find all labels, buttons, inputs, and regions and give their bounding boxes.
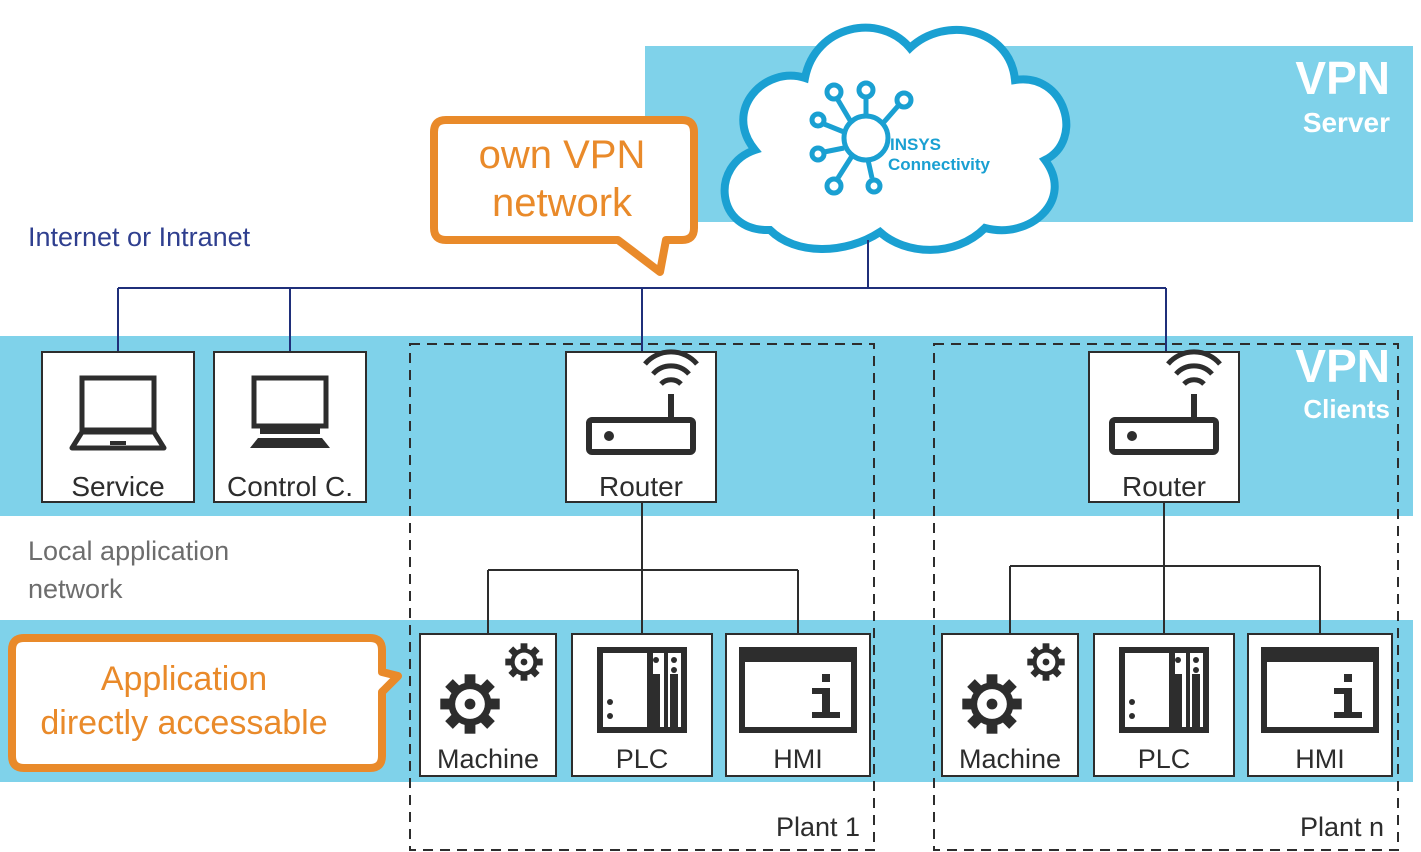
plc1-label: PLC: [616, 744, 669, 774]
internet-lines: [117, 240, 1167, 352]
local-network-line2: network: [28, 574, 123, 604]
plant1-frame: [409, 343, 875, 851]
insys-hub-icon: [809, 80, 914, 196]
own-vpn-line1: own VPN: [479, 133, 646, 177]
router2-label: Router: [1122, 471, 1206, 502]
machine1-label: Machine: [437, 744, 539, 774]
hmi2-device: HMI: [1247, 633, 1393, 777]
application-callout: Application directly accessable: [8, 634, 402, 772]
vpn-clients-subtitle: Clients: [1303, 394, 1390, 424]
router1-device: Router: [565, 352, 717, 503]
machine2-label: Machine: [959, 744, 1061, 774]
application-line1: Application: [101, 660, 267, 698]
plantn-label: Plant n: [1300, 812, 1384, 842]
service-device: Service: [41, 351, 195, 503]
application-line2: directly accessable: [40, 704, 327, 742]
router1-label: Router: [599, 471, 683, 502]
plc1-device: PLC: [571, 633, 713, 777]
service-label: Service: [71, 471, 164, 502]
internet-label: Internet or Intranet: [28, 222, 251, 252]
plc2-device: PLC: [1093, 633, 1235, 777]
control-label: Control C.: [227, 471, 353, 502]
vpn-clients-title: VPN: [1295, 340, 1390, 392]
own-vpn-callout: own VPN network: [430, 116, 698, 276]
local-lines: [487, 502, 1321, 634]
cloud-icon: INSYS Connectivity: [720, 23, 1071, 254]
local-network-line1: Local application: [28, 536, 229, 566]
plantn-frame: [933, 343, 1399, 851]
control-center-device: Control C.: [213, 351, 367, 503]
hmi2-label: HMI: [1295, 744, 1345, 774]
own-vpn-line2: network: [492, 181, 633, 225]
laptop-icon: [69, 375, 167, 451]
cloud-brand-line2: Connectivity: [888, 155, 991, 174]
machine2-device: Machine: [941, 633, 1079, 777]
hmi1-label: HMI: [773, 744, 823, 774]
plant1-label: Plant 1: [776, 812, 860, 842]
vpn-server-subtitle: Server: [1303, 107, 1390, 138]
machine1-device: Machine: [419, 633, 557, 777]
desktop-icon: [250, 375, 330, 448]
hmi1-device: HMI: [725, 633, 871, 777]
vpn-server-title: VPN: [1295, 52, 1390, 104]
plc2-label: PLC: [1138, 744, 1191, 774]
router2-device: Router: [1088, 352, 1240, 503]
cloud-brand-line1: INSYS: [890, 135, 941, 154]
